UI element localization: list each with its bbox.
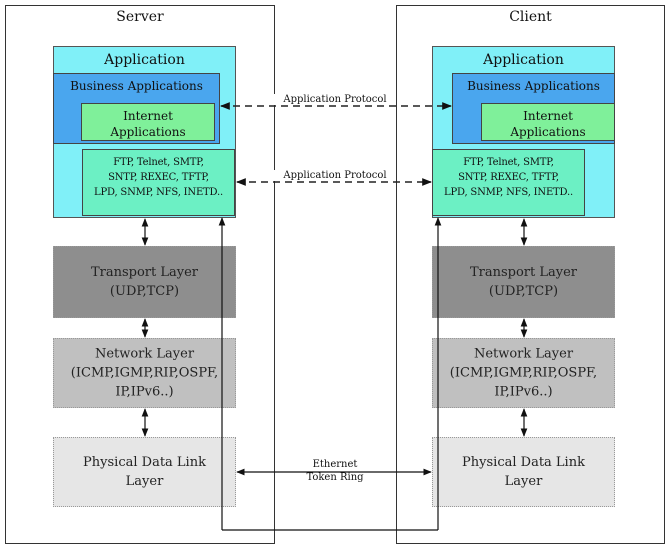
ethernet-label: Ethernet Token Ring (290, 458, 380, 484)
client-title: Client (509, 9, 552, 25)
server-physical-layer: Physical Data Link Layer (53, 437, 236, 507)
client-business-applications-label: Business Applications (467, 79, 600, 93)
server-physical-line-2: Layer (125, 474, 164, 489)
client-physical-line-2: Layer (504, 474, 543, 489)
server-transport-layer: Transport Layer (UDP,TCP) (53, 246, 236, 318)
client-physical-line-1: Physical Data Link (462, 455, 585, 470)
server-network-layer: Network Layer (ICMP,IGMP,RIP,OSPF, IP,IP… (53, 338, 236, 408)
server-network-line-3: IP,IPv6..) (115, 384, 174, 400)
server-network-line-2: (ICMP,IGMP,RIP,OSPF, (70, 365, 219, 381)
client-internet-line-2: Applications (510, 125, 586, 139)
client-transport-layer: Transport Layer (UDP,TCP) (432, 246, 615, 318)
server-internet-line-2: Applications (110, 125, 186, 139)
ethernet-label-line-2: Token Ring (306, 472, 364, 483)
client-internet-applications-box: Internet Applications (481, 103, 615, 141)
app-protocol-label-mid: Application Protocol (274, 170, 396, 181)
app-protocol-label-top: Application Protocol (274, 94, 396, 105)
server-protocols-box: FTP, Telnet, SMTP, SNTP, REXEC, TFTP, LP… (82, 149, 235, 216)
client-protocols-box: FTP, Telnet, SMTP, SNTP, REXEC, TFTP, LP… (432, 149, 585, 216)
server-business-applications-label: Business Applications (70, 79, 203, 93)
ethernet-label-line-1: Ethernet (312, 459, 358, 470)
client-network-line-1: Network Layer (473, 346, 574, 362)
server-internet-applications-box: Internet Applications (81, 103, 215, 141)
server-network-line-1: Network Layer (94, 346, 195, 362)
server-transport-line-2: (UDP,TCP) (109, 284, 180, 299)
server-internet-line-1: Internet (123, 109, 173, 123)
client-protocols-line-2: SNTP, REXEC, TFTP, (458, 172, 559, 183)
server-physical-line-1: Physical Data Link (83, 455, 206, 470)
server-title: Server (116, 9, 164, 25)
client-physical-layer: Physical Data Link Layer (432, 437, 615, 507)
server-application-title: Application (104, 52, 185, 68)
client-transport-line-2: (UDP,TCP) (488, 284, 559, 299)
client-network-line-3: IP,IPv6..) (494, 384, 553, 400)
client-protocols-line-1: FTP, Telnet, SMTP, (463, 157, 554, 168)
client-transport-line-1: Transport Layer (469, 265, 578, 280)
client-network-layer: Network Layer (ICMP,IGMP,RIP,OSPF, IP,IP… (432, 338, 615, 408)
client-application-title: Application (483, 52, 564, 68)
client-protocols-line-3: LPD, SNMP, NFS, INETD.. (444, 187, 573, 198)
server-protocols-line-2: SNTP, REXEC, TFTP, (108, 172, 209, 183)
server-transport-line-1: Transport Layer (90, 265, 199, 280)
client-network-line-2: (ICMP,IGMP,RIP,OSPF, (449, 365, 598, 381)
server-protocols-line-3: LPD, SNMP, NFS, INETD.. (94, 187, 223, 198)
client-internet-line-1: Internet (523, 109, 573, 123)
server-protocols-line-1: FTP, Telnet, SMTP, (113, 157, 204, 168)
